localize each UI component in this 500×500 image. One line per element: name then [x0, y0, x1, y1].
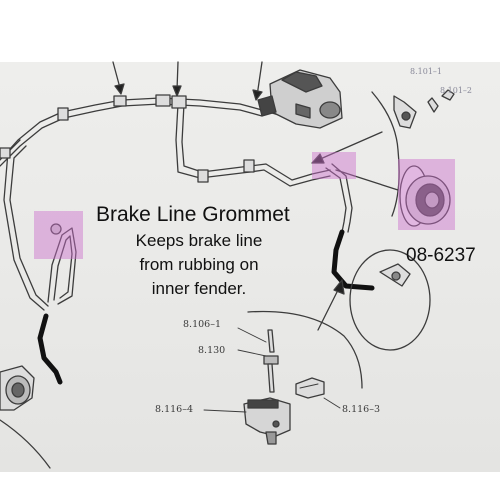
grommet-illustration: [399, 165, 451, 227]
right-brake-hose: [331, 229, 375, 291]
grommet-highlight-left: [34, 211, 83, 259]
reference-label: 8.116–3: [342, 404, 380, 415]
left-brake-hose: [37, 313, 63, 385]
part-number: 08-6237: [406, 245, 476, 266]
clip-part: [295, 377, 325, 399]
right-backing-plate: [349, 249, 431, 351]
callout-description-line-3: inner fender.: [151, 279, 247, 298]
callout-description-line-2: from rubbing on: [139, 255, 259, 274]
reference-label: 8.106–1: [183, 319, 221, 330]
reference-label: 8.130: [198, 345, 226, 356]
right-brake-line: [325, 167, 347, 233]
master-cylinder: [257, 69, 343, 129]
mounting-bracket: [243, 397, 291, 445]
inner-fender-arc: [371, 91, 400, 217]
reference-label: 8.116–4: [155, 404, 193, 415]
left-wheel-cylinder: [0, 365, 51, 469]
grommet-highlight-right: [398, 159, 455, 230]
left-loop-line: [47, 227, 77, 305]
grommet-highlight-top: [312, 152, 356, 179]
callout-description-line-1: Keeps brake line: [135, 231, 263, 250]
reference-label: 8.101–2: [440, 86, 472, 95]
callout-title: Brake Line Grommet: [96, 203, 290, 226]
front-brake-line: [0, 97, 283, 161]
reference-label: 8.101–1: [410, 67, 442, 76]
